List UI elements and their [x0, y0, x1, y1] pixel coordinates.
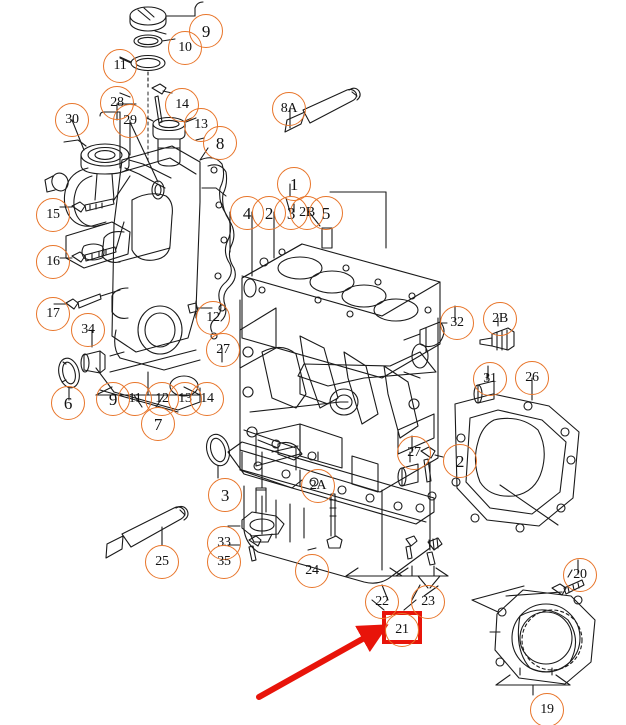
pan-sensor-boss	[277, 441, 303, 461]
callout-label: 8	[215, 133, 225, 153]
callout-10[interactable]: 10	[168, 31, 202, 65]
callout-label: 12	[155, 391, 169, 406]
callout-label: 16	[46, 254, 60, 269]
callout-2[interactable]: 2	[443, 444, 477, 478]
callout-label: 11	[113, 58, 127, 73]
callout-label: 6	[63, 393, 73, 413]
callout-label: 17	[46, 306, 60, 321]
callout-3[interactable]: 3	[208, 478, 242, 512]
callout-17[interactable]: 17	[36, 297, 70, 331]
callout-16[interactable]: 16	[36, 245, 70, 279]
sealant-tube-25	[105, 505, 189, 559]
callout-29[interactable]: 29	[113, 104, 147, 138]
callout-label: 14	[200, 391, 214, 406]
callout-7[interactable]: 7	[141, 407, 175, 441]
oil-cooler-28	[63, 139, 172, 189]
callout-5[interactable]: 5	[309, 196, 343, 230]
cooler-stem	[94, 173, 115, 201]
callout-label: 8A	[280, 101, 298, 116]
callout-label: 15	[46, 207, 60, 222]
seal-3	[205, 433, 231, 467]
callout-label: 2A	[309, 478, 327, 493]
callout-6[interactable]: 6	[51, 386, 85, 420]
callout-label: 25	[155, 554, 169, 569]
callout-8[interactable]: 8	[203, 126, 237, 160]
hose-end	[44, 172, 69, 193]
bushing-34	[80, 350, 106, 374]
callout-label: 13	[194, 117, 208, 132]
callout-label: 31	[483, 371, 497, 386]
callout-label: 11	[128, 391, 142, 406]
callout-label: 4	[242, 203, 252, 223]
callout-2b[interactable]: 2B	[483, 302, 517, 336]
cylinder-block-1	[239, 243, 441, 493]
callout-11[interactable]: 11	[103, 49, 137, 83]
block-shelf	[297, 351, 437, 387]
oil-seal-6	[58, 357, 80, 389]
callout-27[interactable]: 27	[397, 436, 431, 470]
callout-label: 19	[540, 702, 554, 717]
callout-20[interactable]: 20	[563, 558, 597, 592]
callout-34[interactable]: 34	[71, 313, 105, 347]
callout-label: 26	[525, 370, 539, 385]
bolt-17	[65, 293, 102, 310]
oil-pan-2A	[227, 423, 437, 584]
dowel-pin-5	[321, 227, 333, 249]
callout-label: 1	[289, 174, 299, 194]
callout-label: 2	[264, 203, 274, 223]
callout-21[interactable]: 21	[385, 613, 419, 647]
callout-label: 20	[573, 567, 587, 582]
callout-label: 27	[407, 445, 421, 460]
callout-label: 32	[450, 315, 464, 330]
callout-label: 27	[216, 342, 230, 357]
callout-8a[interactable]: 8A	[272, 92, 306, 126]
callout-label: 29	[123, 113, 137, 128]
flywheel-housing-gasket-26	[451, 393, 580, 533]
callout-31[interactable]: 31	[473, 362, 507, 396]
callout-12[interactable]: 12	[196, 301, 230, 335]
rear-seal-flange-19	[471, 585, 596, 685]
callout-label: 24	[305, 563, 319, 578]
callout-label: 7	[153, 414, 163, 434]
callout-14[interactable]: 14	[190, 382, 224, 416]
callout-32[interactable]: 32	[440, 306, 474, 340]
bolt-35	[248, 535, 262, 562]
callout-label: 12	[206, 310, 220, 325]
callout-label: 22	[375, 594, 389, 609]
bolt-14	[151, 83, 167, 124]
callout-26[interactable]: 26	[515, 361, 549, 395]
callout-label: 35	[217, 554, 231, 569]
callout-label: 21	[395, 622, 409, 637]
callout-35[interactable]: 35	[207, 545, 241, 579]
bolts-22-23	[405, 535, 443, 566]
callout-19[interactable]: 19	[530, 693, 564, 725]
callout-label: 2B	[492, 311, 508, 326]
callout-30[interactable]: 30	[55, 103, 89, 137]
callout-25[interactable]: 25	[145, 545, 179, 579]
callout-23[interactable]: 23	[411, 585, 445, 619]
callout-label: 3	[220, 485, 230, 505]
callout-24[interactable]: 24	[295, 554, 329, 588]
bolt-15	[71, 198, 115, 213]
callout-label: 5	[321, 203, 331, 223]
callout-label: 34	[81, 322, 95, 337]
callout-27[interactable]: 27	[206, 333, 240, 367]
callout-15[interactable]: 15	[36, 198, 70, 232]
callout-label: 10	[178, 40, 192, 55]
callout-label: 23	[421, 594, 435, 609]
oil-filler-cap	[129, 6, 196, 32]
callout-2a[interactable]: 2A	[301, 469, 335, 503]
oil-level-sensor-33	[241, 487, 285, 543]
callout-label: 14	[175, 97, 189, 112]
callout-label: 2	[455, 451, 465, 471]
callout-label: 9	[108, 389, 118, 409]
callout-label: 9	[201, 21, 211, 41]
callout-label: 30	[65, 112, 79, 127]
